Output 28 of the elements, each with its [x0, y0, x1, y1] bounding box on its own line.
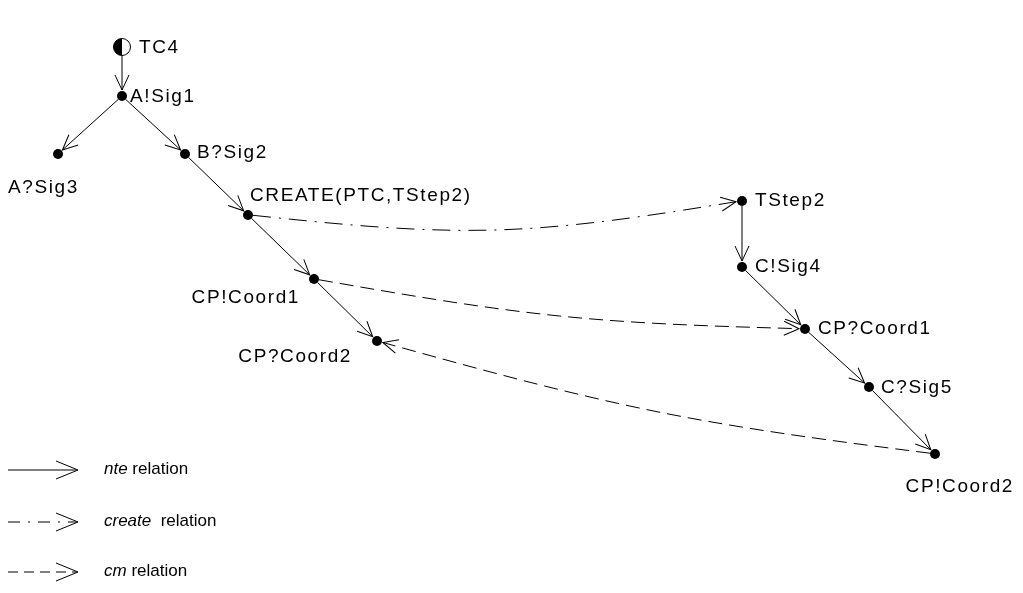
event-label: C?Sig5: [881, 377, 953, 397]
legend-text: create relation: [104, 511, 217, 531]
arrow: [808, 331, 866, 384]
arrow: [251, 218, 311, 276]
event-label: TStep2: [755, 190, 826, 210]
legend-text: cm relation: [104, 561, 188, 581]
event-label: CP?Coord2: [238, 346, 352, 366]
event-label: A?Sig3: [8, 177, 79, 197]
event-label: B?Sig2: [197, 142, 268, 162]
event-label: A!Sig1: [130, 86, 196, 106]
arrow: [61, 98, 119, 151]
event-label: C!Sig4: [755, 256, 822, 276]
arrow: [125, 98, 182, 151]
arrow: [872, 390, 932, 451]
arrow: [317, 282, 374, 338]
legend-text: nte relation: [104, 459, 189, 479]
event-label: CP?Coord1: [818, 318, 932, 338]
event-label: CREATE(PTC,TStep2): [250, 185, 472, 205]
dashed-arrow: [252, 196, 737, 231]
event-label: TC4: [139, 37, 180, 57]
dashed-arrow: [382, 339, 931, 454]
dashed-arrow: [318, 279, 800, 336]
arrow: [745, 270, 802, 326]
event-label: CP!Coord2: [905, 476, 1014, 496]
arrow: [188, 157, 245, 212]
arrow: [114, 55, 130, 91]
arrow: [734, 205, 750, 262]
event-label: CP!Coord1: [191, 287, 300, 307]
